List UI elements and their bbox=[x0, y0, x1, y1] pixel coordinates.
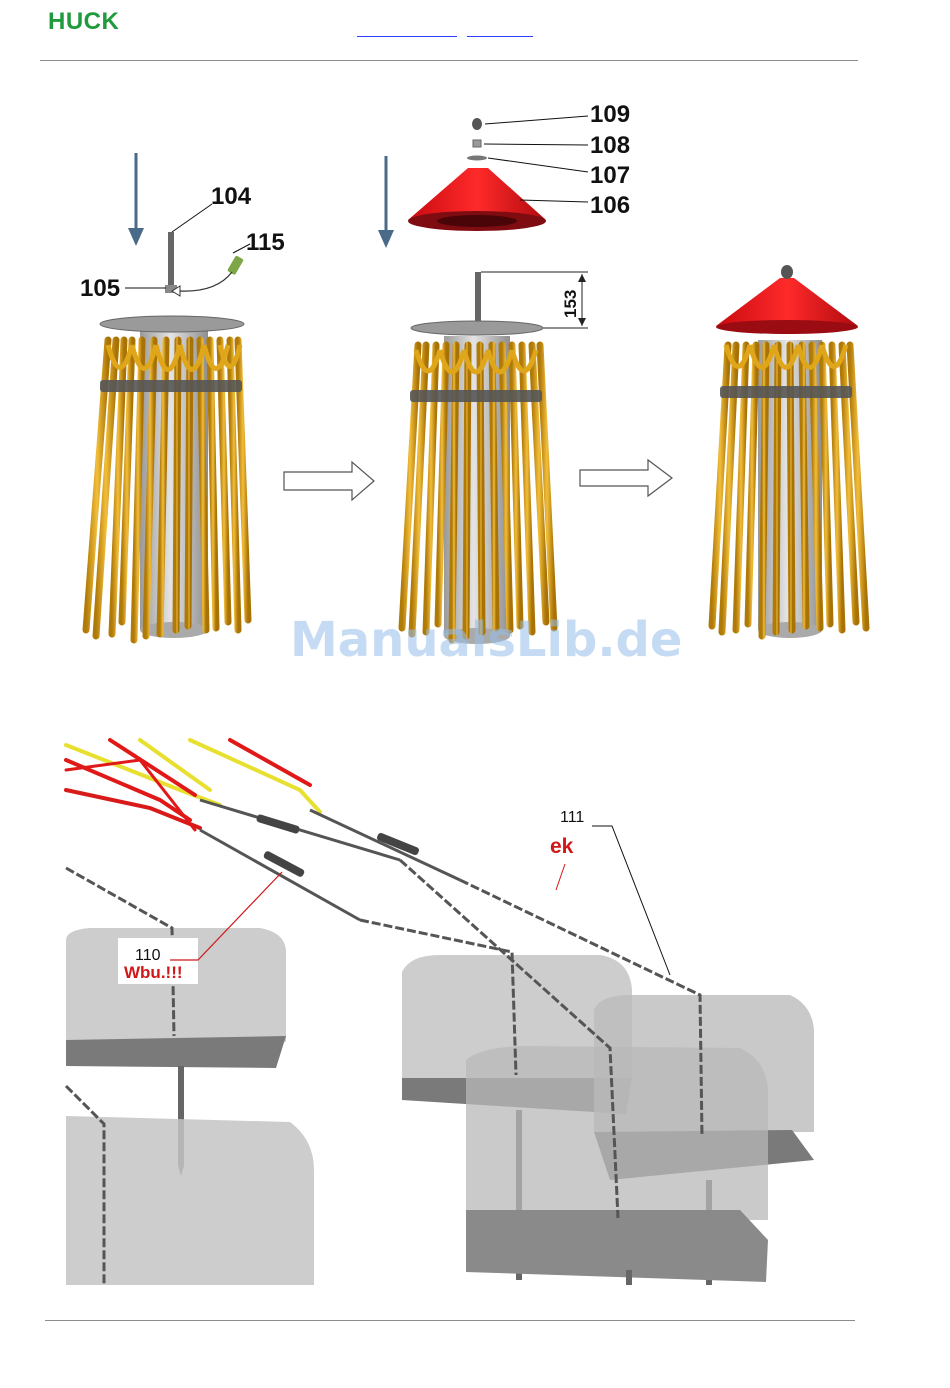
anchor-block-lower-left bbox=[66, 1116, 314, 1285]
cone-cap-106 bbox=[408, 168, 546, 231]
label-107: 107 bbox=[590, 162, 630, 189]
down-arrow-icon bbox=[128, 153, 144, 246]
cartridge-115 bbox=[172, 255, 244, 296]
label-111: 111 bbox=[560, 809, 584, 826]
label-109: 109 bbox=[590, 101, 630, 128]
next-step-arrow-icon-1 bbox=[284, 462, 374, 500]
figure-step-2: 109 108 107 106 153 bbox=[378, 101, 630, 644]
figure-step-1: 104 105 115 bbox=[80, 153, 285, 640]
watermark: ManualsLib.de bbox=[290, 612, 682, 668]
label-104: 104 bbox=[211, 183, 252, 210]
figure-step-3 bbox=[712, 265, 866, 638]
next-step-arrow-icon-2 bbox=[580, 460, 672, 496]
label-110-note: Wbu.!!! bbox=[124, 963, 183, 982]
label-111-note: ek bbox=[550, 835, 574, 858]
label-105: 105 bbox=[80, 275, 120, 302]
label-110: 110 bbox=[135, 947, 161, 964]
label-106: 106 bbox=[590, 192, 630, 219]
cap-nut-109 bbox=[472, 118, 482, 130]
label-108: 108 bbox=[590, 132, 630, 159]
washer-107 bbox=[467, 156, 487, 161]
dimension-153: 153 bbox=[561, 290, 580, 318]
label-115: 115 bbox=[246, 229, 285, 256]
nut-108 bbox=[473, 140, 481, 147]
figure-chain-anchors: 110 Wbu.!!! 111 ek bbox=[66, 740, 814, 1285]
down-arrow-icon bbox=[378, 156, 394, 248]
bolt-104 bbox=[168, 232, 174, 287]
